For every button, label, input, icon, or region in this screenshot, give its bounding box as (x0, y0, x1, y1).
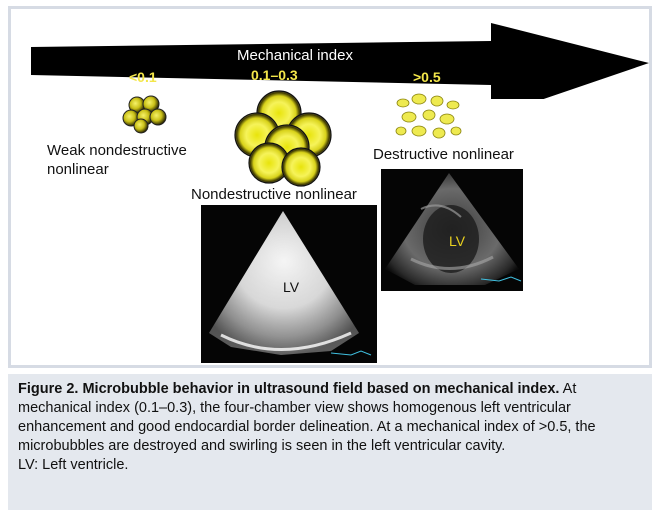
figure-panel: Mechanical index <0.1 0.1–0.3 >0.5 (8, 6, 652, 368)
arrow-title: Mechanical index (237, 47, 353, 64)
caption-abbreviation: LV: Left ventricle. (18, 457, 129, 473)
mi-value-high: >0.5 (413, 69, 441, 85)
echo-image-homogenous-enhancement (201, 205, 377, 363)
caption-paragraph: Figure 2. Microbubble behavior in ultras… (18, 380, 642, 456)
label-nondestructive-nonlinear: Nondestructive nonlinear (191, 186, 357, 203)
small-bubble-cluster-icon (122, 95, 167, 134)
label-weak-nondestructive: Weak nondestructive nonlinear (47, 142, 187, 178)
lv-label-right: LV (449, 233, 466, 249)
lv-label-left: LV (283, 279, 300, 295)
figure-caption: Figure 2. Microbubble behavior in ultras… (8, 374, 652, 510)
fragmented-bubbles-icon (395, 93, 462, 139)
mi-value-low: <0.1 (129, 69, 157, 85)
caption-body: At mechanical index (0.1–0.3), the four-… (18, 381, 596, 454)
mechanical-index-arrow (31, 23, 649, 99)
label-destructive-nonlinear: Destructive nonlinear (373, 146, 514, 163)
caption-title: Figure 2. Microbubble behavior in ultras… (18, 381, 560, 397)
large-bubble-cluster-icon (234, 90, 332, 187)
mi-value-mid: 0.1–0.3 (251, 67, 298, 83)
echo-image-destroyed-microbubbles (381, 169, 523, 291)
